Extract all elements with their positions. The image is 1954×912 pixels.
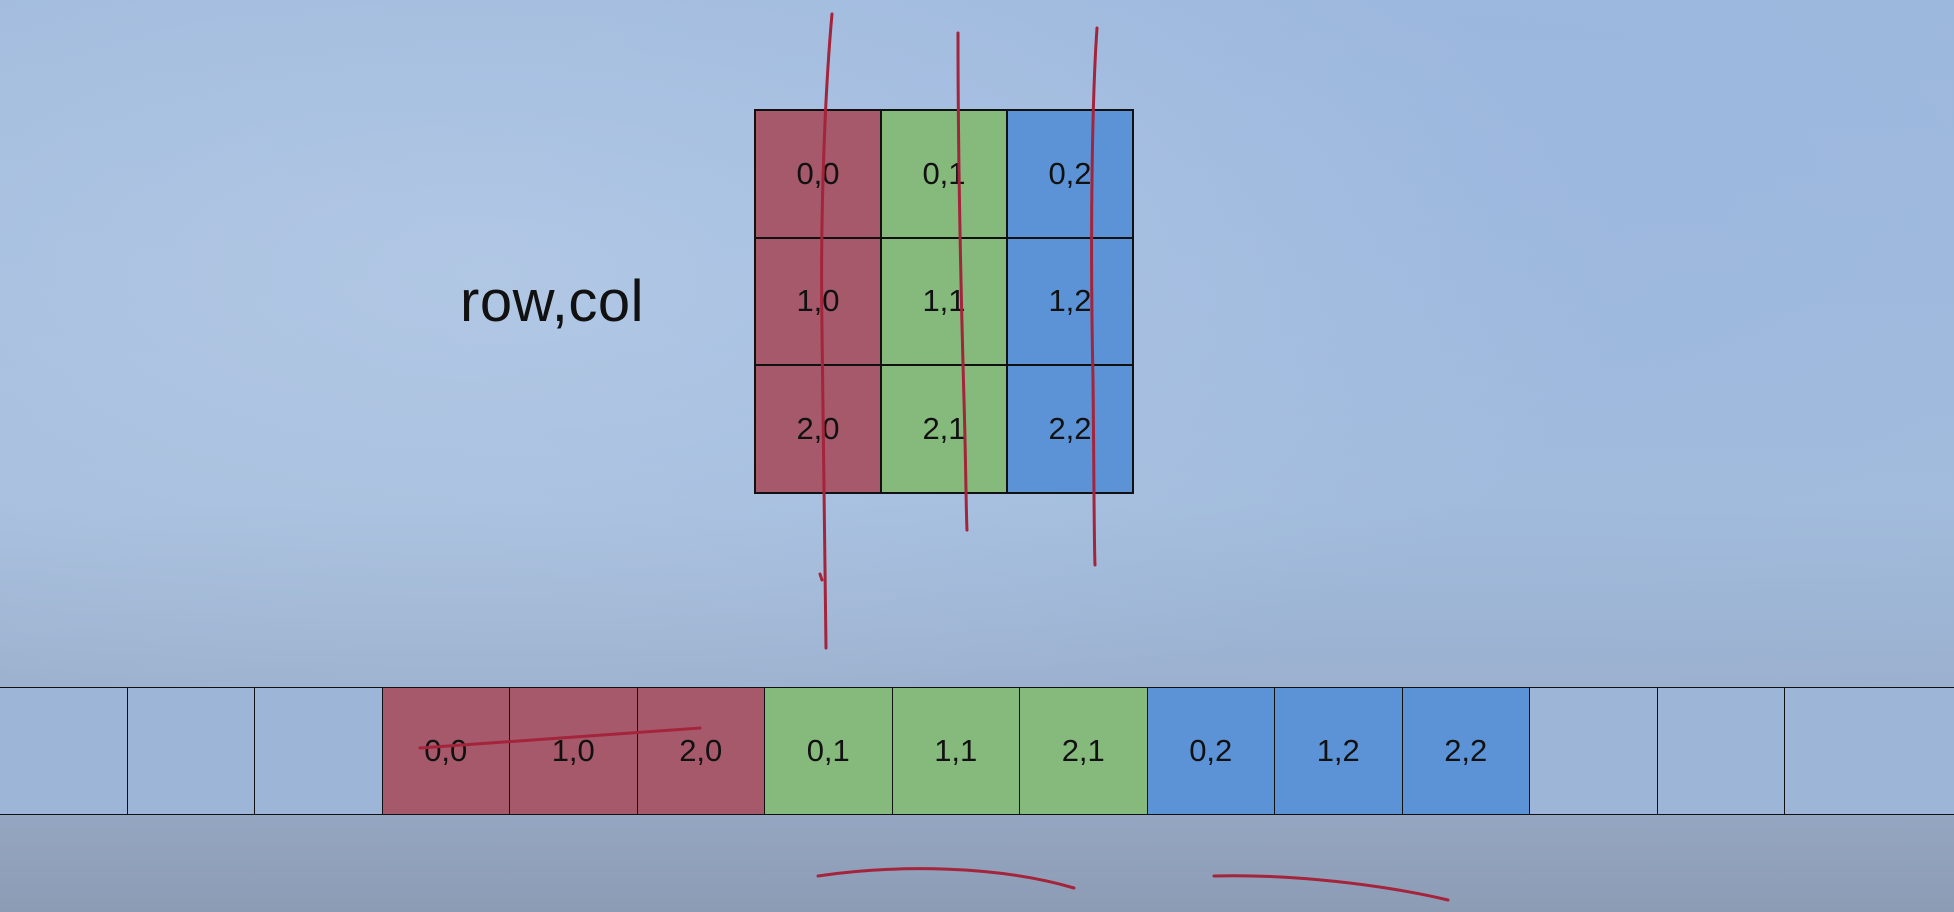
memory-cell: 1,0	[510, 688, 638, 814]
empty-memory-cell	[1785, 688, 1954, 814]
ink-underline-green-stroke	[816, 867, 1076, 890]
memory-cell: 0,1	[765, 688, 893, 814]
memory-cell: 1,1	[892, 688, 1020, 814]
grid-cell: 1,1	[881, 237, 1007, 366]
memory-cell: 1,2	[1275, 688, 1403, 814]
grid-cell: 2,1	[881, 365, 1007, 493]
empty-memory-cell	[1657, 688, 1785, 814]
grid-cell: 1,2	[1007, 237, 1133, 366]
ink-underline-blue-stroke	[1212, 874, 1450, 902]
grid-cell: 2,2	[1007, 365, 1133, 493]
memory-cell: 0,2	[1147, 688, 1275, 814]
empty-memory-cell	[127, 688, 255, 814]
grid-cell: 0,2	[1007, 110, 1133, 238]
empty-memory-cell	[0, 688, 128, 814]
empty-memory-cell	[255, 688, 383, 814]
memory-cell: 0,0	[382, 688, 510, 814]
grid-cell: 0,1	[881, 110, 1007, 238]
memory-cell: 2,0	[637, 688, 765, 814]
empty-memory-cell	[1530, 688, 1658, 814]
grid-cell: 1,0	[755, 237, 881, 366]
grid-cell: 2,0	[755, 365, 881, 493]
grid-cell: 0,0	[755, 110, 881, 238]
row-col-caption: row,col	[460, 269, 645, 334]
ink-tick-mark	[818, 572, 824, 582]
memory-cell: 2,2	[1402, 688, 1530, 814]
memory-cell: 2,1	[1020, 688, 1148, 814]
